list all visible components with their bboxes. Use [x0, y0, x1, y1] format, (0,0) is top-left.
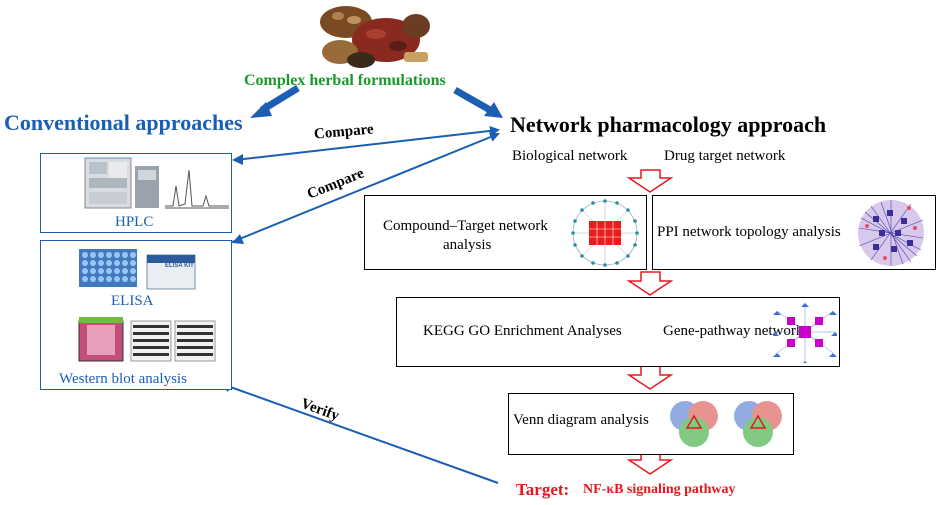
elisa-label: ELISA: [111, 293, 154, 309]
western-blot-image: [78, 317, 216, 362]
venn-label: Venn diagram analysis: [513, 412, 649, 428]
herbal-ingredients-photo: [316, 2, 436, 70]
hplc-label: HPLC: [115, 214, 154, 230]
gene-pathway-label: Gene-pathway network: [663, 323, 804, 339]
compare-arrow-2: [231, 132, 500, 243]
kegg-box: KEGG GO Enrichment Analyses Gene-pathway…: [396, 297, 840, 367]
red-down-arrow-1: [626, 169, 674, 193]
arrow-to-network: [453, 86, 503, 118]
ppi-label: PPI network topology analysis: [657, 224, 841, 240]
complex-herbal-title: Complex herbal formulations: [244, 72, 446, 89]
red-down-arrow-2: [626, 271, 674, 296]
hplc-box: HPLC: [40, 153, 232, 233]
target-pathway: NF-κB signaling pathway: [583, 482, 736, 497]
venn-diagram-image: [670, 401, 782, 447]
compare-arrow-1: [234, 125, 500, 161]
elisa-kit-text: ELISA KIT: [165, 263, 194, 269]
verify-arrow: [221, 383, 499, 484]
compare-arrowhead-left: [232, 154, 243, 165]
compound-target-label-2: analysis: [443, 237, 492, 253]
conventional-heading: Conventional approaches: [4, 110, 243, 135]
compound-target-network-image: [571, 199, 639, 267]
compare-arrowhead-left-2: [232, 234, 244, 244]
western-blot-label: Western blot analysis: [59, 371, 187, 387]
hplc-instrument-image: [84, 157, 229, 209]
elisa-plate-image: [79, 249, 196, 290]
network-heading: Network pharmacology approach: [510, 112, 827, 137]
elisa-western-box: ELISA KIT ELISA Western blot analysis: [40, 240, 232, 390]
drug-target-network-label: Drug target network: [664, 148, 786, 164]
kegg-label: KEGG GO Enrichment Analyses: [423, 323, 622, 339]
ppi-box: PPI network topology analysis: [652, 195, 936, 270]
gene-pathway-network-image: [773, 303, 837, 363]
target-prefix: Target:: [516, 480, 570, 499]
compound-target-label-1: Compound–Target network: [383, 218, 548, 234]
red-down-arrow-3: [626, 365, 674, 390]
biological-network-label: Biological network: [512, 148, 628, 164]
compound-target-box: Compound–Target network analysis: [364, 195, 647, 270]
venn-box: Venn diagram analysis: [508, 393, 794, 455]
arrow-to-conventional: [250, 85, 300, 118]
ppi-network-image: [858, 200, 924, 266]
red-down-arrow-4: [626, 451, 674, 475]
